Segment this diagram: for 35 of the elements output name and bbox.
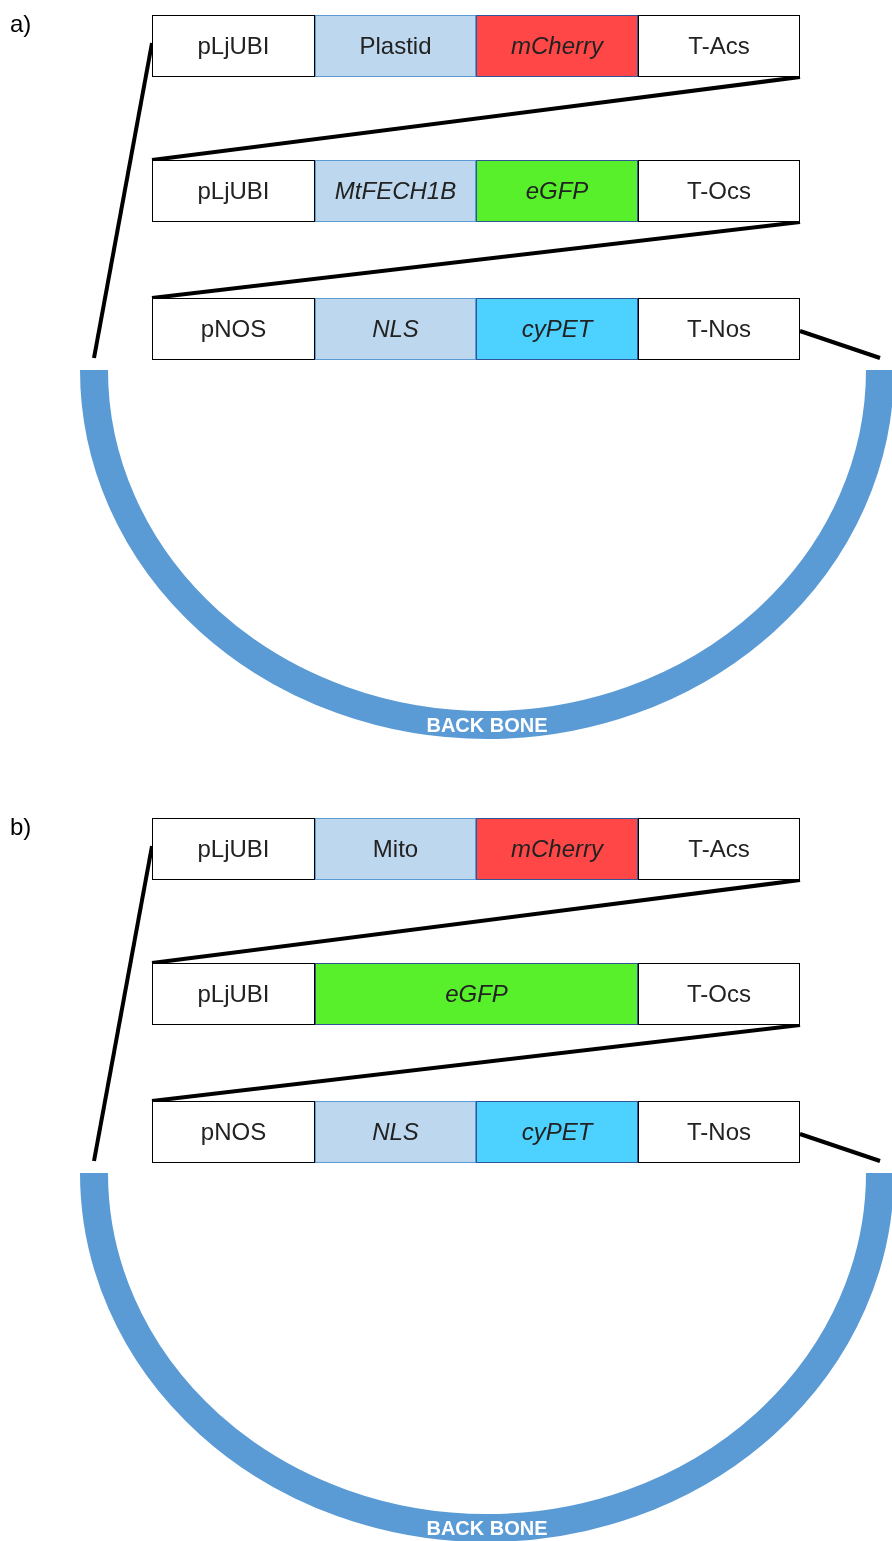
construct-segment: pLjUBI bbox=[152, 160, 315, 222]
backbone-label: BACK BONE bbox=[426, 1516, 548, 1540]
construct-segment: T-Acs bbox=[638, 818, 800, 880]
construct-segment: eGFP bbox=[476, 160, 638, 222]
construct-segment: NLS bbox=[315, 298, 476, 360]
construct-segment: MtFECH1B bbox=[315, 160, 476, 222]
construct-segment: T-Acs bbox=[638, 15, 800, 77]
construct-segment: T-Ocs bbox=[638, 963, 800, 1025]
construct-segment: cyPET bbox=[476, 1101, 638, 1163]
construct-segment: Mito bbox=[315, 818, 476, 880]
construct-segment: pLjUBI bbox=[152, 963, 315, 1025]
connector-line bbox=[151, 878, 801, 965]
connector-line bbox=[92, 845, 154, 1162]
connector-line bbox=[799, 1132, 881, 1163]
construct-segment: pNOS bbox=[152, 1101, 315, 1163]
construct-segment: Plastid bbox=[315, 15, 476, 77]
construct-segment: mCherry bbox=[476, 15, 638, 77]
connector-line bbox=[151, 75, 801, 162]
construct-segment: eGFP bbox=[315, 963, 638, 1025]
connector-line bbox=[799, 329, 881, 360]
panel-label: a) bbox=[10, 10, 32, 38]
backbone-label: BACK BONE bbox=[426, 713, 548, 737]
construct-segment: pLjUBI bbox=[152, 15, 315, 77]
connector-line bbox=[92, 42, 154, 359]
construct-segment: T-Nos bbox=[638, 1101, 800, 1163]
construct-segment: T-Nos bbox=[638, 298, 800, 360]
construct-segment: cyPET bbox=[476, 298, 638, 360]
construct-segment: pLjUBI bbox=[152, 818, 315, 880]
construct-segment: pNOS bbox=[152, 298, 315, 360]
construct-segment: mCherry bbox=[476, 818, 638, 880]
connector-line bbox=[151, 220, 801, 300]
panel-label: b) bbox=[10, 813, 32, 841]
construct-segment: NLS bbox=[315, 1101, 476, 1163]
construct-segment: T-Ocs bbox=[638, 160, 800, 222]
connector-line bbox=[151, 1023, 801, 1103]
